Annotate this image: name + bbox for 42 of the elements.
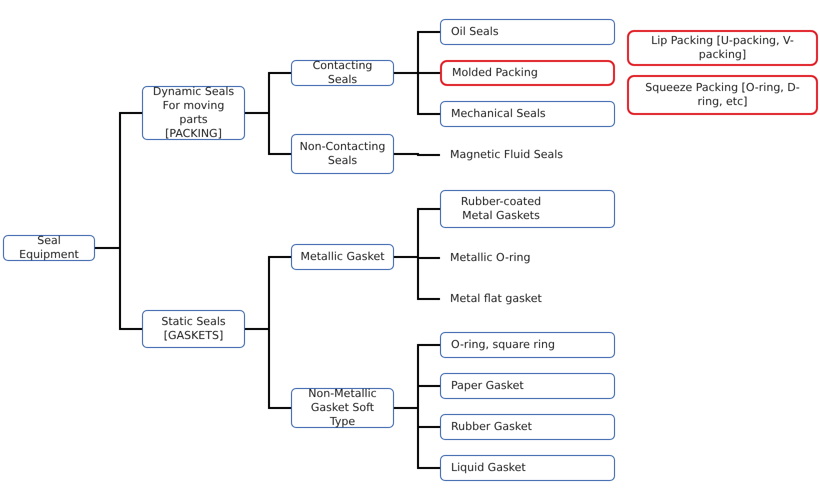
node-label: Non-Contacting Seals — [299, 140, 386, 168]
node-label: Metallic O-ring — [450, 251, 530, 265]
node-label: Dynamic Seals For moving parts [PACKING] — [152, 85, 236, 141]
node-label: Metallic Gasket — [300, 250, 385, 264]
process-box — [142, 310, 245, 348]
process-box — [627, 30, 818, 66]
node-label: Squeeze Packing [O-ring, D-ring, etc] — [644, 81, 801, 109]
node-label: Magnetic Fluid Seals — [450, 148, 564, 162]
node-label: Lip Packing [U-packing, V-packing] — [650, 34, 795, 62]
process-box — [291, 60, 394, 86]
process-box — [291, 134, 394, 174]
node-label: Static Seals [GASKETS] — [160, 315, 227, 343]
node-label: Rubber Gasket — [451, 420, 532, 434]
node-label: Oil Seals — [451, 25, 499, 39]
process-box — [627, 75, 818, 115]
process-box — [440, 101, 615, 127]
process-box — [291, 388, 394, 428]
process-box — [440, 60, 615, 86]
connector-line — [394, 407, 440, 469]
connector-line — [245, 328, 291, 409]
process-box — [142, 86, 245, 140]
process-box — [291, 244, 394, 270]
node-label: Seal Equipment — [18, 234, 80, 262]
process-box — [440, 414, 615, 440]
node-label: Liquid Gasket — [451, 461, 526, 475]
node-label: Contacting Seals — [312, 59, 374, 87]
process-box — [440, 455, 615, 481]
process-box — [440, 373, 615, 399]
connector-line — [394, 153, 440, 156]
node-label: Mechanical Seals — [451, 107, 546, 121]
process-box — [440, 332, 615, 358]
process-box — [440, 190, 615, 228]
node-label: Metal flat gasket — [450, 292, 542, 306]
node-label: Non-Metallic Gasket Soft Type — [307, 387, 378, 429]
process-box — [440, 19, 615, 45]
connector-line — [245, 112, 291, 155]
node-label: Rubber-coated Metal Gaskets — [460, 195, 542, 223]
connector-line — [394, 72, 440, 115]
node-label: Paper Gasket — [451, 379, 524, 393]
node-label: O-ring, square ring — [451, 338, 555, 352]
node-label: Molded Packing — [452, 66, 538, 80]
process-box — [3, 235, 95, 261]
